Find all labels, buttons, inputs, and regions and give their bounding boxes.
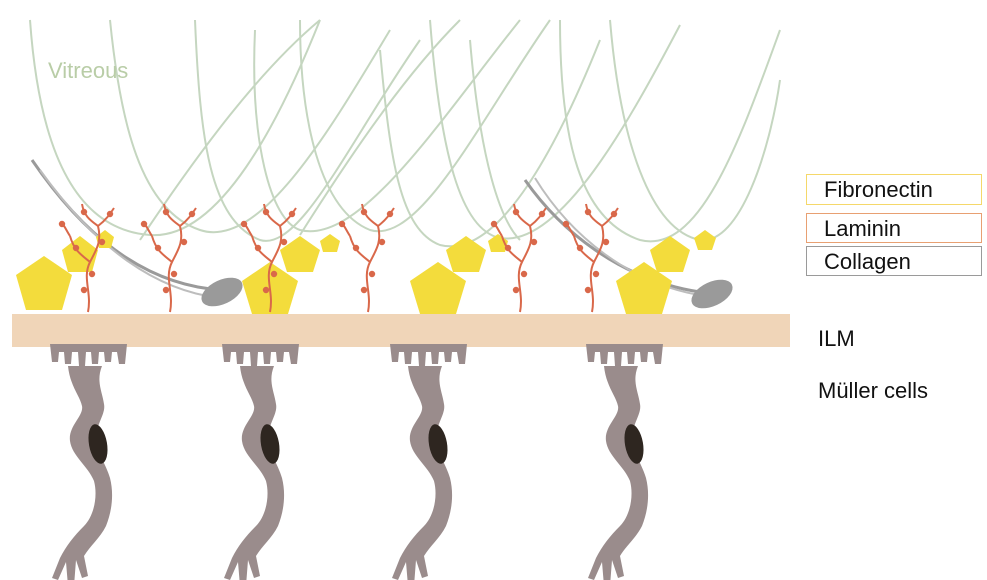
- muller-cell: [586, 344, 663, 580]
- ilm-layer: [12, 314, 790, 347]
- vitreous-label: Vitreous: [48, 58, 128, 84]
- muller-cell: [222, 344, 299, 580]
- muller-cells-label: Müller cells: [818, 378, 928, 404]
- vitreous-fibers: [30, 20, 780, 246]
- laminin-strands: [60, 204, 618, 312]
- muller-cells: [50, 344, 663, 580]
- fibronectin-molecules: [16, 230, 716, 314]
- muller-cell: [390, 344, 467, 580]
- ilm-label: ILM: [818, 326, 855, 352]
- legend-laminin: Laminin: [806, 213, 982, 243]
- collagen-end: [197, 272, 247, 312]
- legend-collagen: Collagen: [806, 246, 982, 276]
- collagen-end: [687, 274, 737, 314]
- muller-cell: [50, 344, 127, 580]
- legend-fibronectin: Fibronectin: [806, 174, 982, 205]
